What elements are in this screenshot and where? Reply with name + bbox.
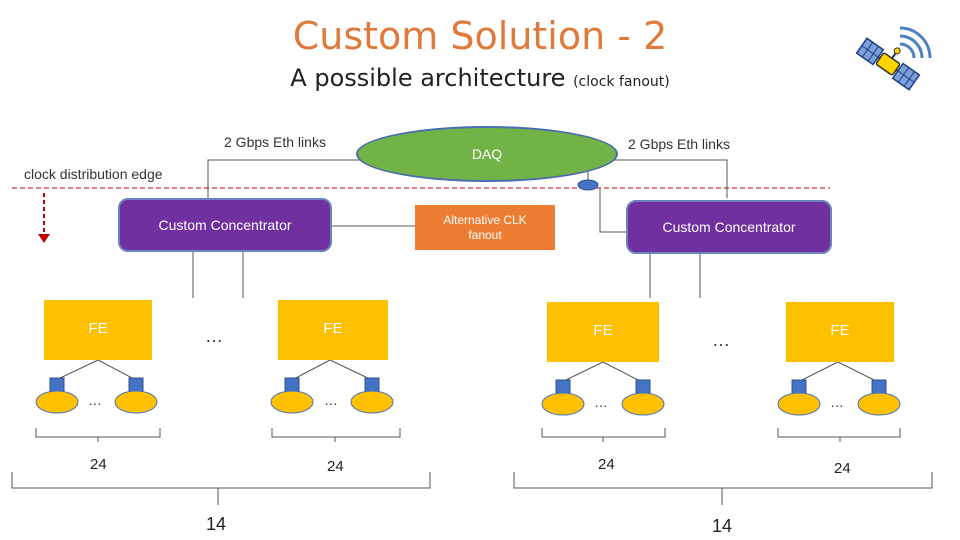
satellite-icon: [855, 37, 921, 91]
sensor-disc: [777, 392, 821, 416]
sensor-disc: [350, 390, 394, 414]
fe-label: FE: [593, 322, 613, 339]
group-count: 24: [834, 460, 851, 477]
sensor-disc: [621, 392, 665, 416]
subtitle-main: A possible architecture: [290, 64, 566, 92]
sensor-square: [635, 379, 651, 395]
fe-box: FE: [547, 302, 659, 362]
sensor-disc: [35, 390, 79, 414]
ellipsis-fe-right: …: [712, 330, 730, 350]
fe-label: FE: [830, 322, 850, 339]
sensor-square: [284, 377, 300, 393]
sensor-disc: [857, 392, 901, 416]
ellipsis-sensors: …: [324, 392, 338, 408]
sensor-disc: [541, 392, 585, 416]
ellipsis-sensors: …: [88, 392, 102, 408]
sensor-disc: [114, 390, 158, 414]
sensor-disc: [270, 390, 314, 414]
left-eth-link: [207, 159, 362, 198]
sensor-square: [49, 377, 65, 393]
total-count: 14: [206, 514, 227, 534]
clock-right-link: [588, 187, 628, 233]
clk-fanout-box: Alternative CLK fanout: [415, 205, 555, 250]
sensor-square: [364, 377, 380, 393]
page-subtitle: A possible architecture (clock fanout): [0, 64, 960, 92]
right-eth-label: 2 Gbps Eth links: [628, 136, 730, 152]
concentrator-left: Custom Concentrator: [118, 198, 332, 252]
clock-node: [577, 179, 599, 191]
fe-label: FE: [323, 320, 343, 337]
fe-box: FE: [278, 300, 388, 360]
concentrator-right: Custom Concentrator: [626, 200, 832, 254]
group-count: 24: [90, 456, 107, 473]
ellipsis-fe-left: …: [205, 326, 223, 346]
sensor-square: [555, 379, 571, 395]
fe-box: FE: [44, 300, 152, 360]
concentrator-left-label: Custom Concentrator: [158, 217, 292, 233]
sensor-square: [871, 379, 887, 395]
daq-label: DAQ: [471, 146, 503, 162]
left-eth-label: 2 Gbps Eth links: [224, 134, 326, 150]
right-eth-link: [612, 159, 728, 198]
ellipsis-sensors: …: [594, 394, 608, 410]
subtitle-note: (clock fanout): [573, 74, 670, 90]
clk-fanout-label: Alternative CLK fanout: [443, 212, 527, 242]
total-count: 14: [712, 516, 733, 536]
concentrator-right-label: Custom Concentrator: [662, 219, 796, 235]
sensor-square: [791, 379, 807, 395]
signal-waves-icon: [899, 26, 932, 59]
page-title: Custom Solution - 2: [292, 14, 668, 58]
ellipsis-sensors: …: [830, 394, 844, 410]
sensor-square: [128, 377, 144, 393]
clock-edge-label: clock distribution edge: [24, 166, 163, 182]
group-count: 24: [598, 456, 615, 473]
fe-box: FE: [786, 302, 894, 362]
group-count: 24: [327, 458, 344, 475]
daq-node: DAQ: [356, 126, 618, 182]
fe-label: FE: [88, 320, 108, 337]
